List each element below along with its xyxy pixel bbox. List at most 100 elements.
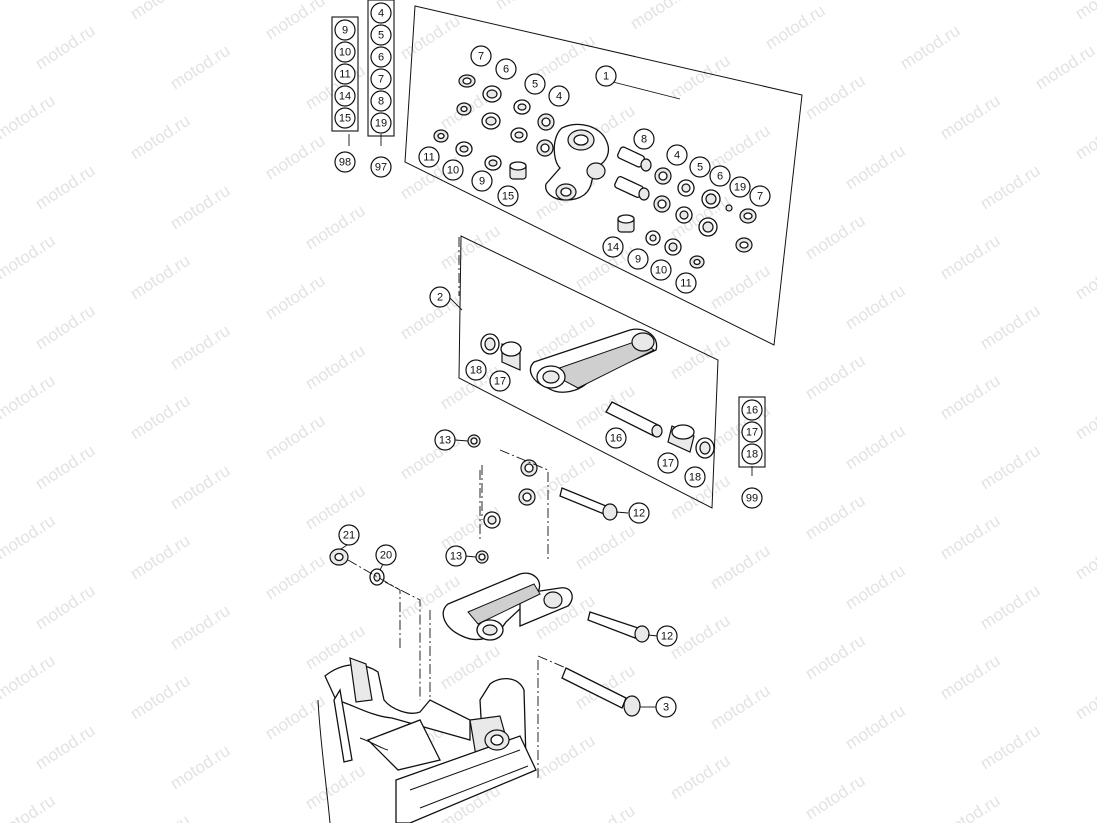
kit-item: 16 xyxy=(741,399,763,421)
callout-number: 11 xyxy=(680,278,691,290)
callout-number: 18 xyxy=(470,365,482,377)
svg-text:97: 97 xyxy=(375,162,387,174)
watermark-text: motod.ru xyxy=(492,0,559,13)
callout-p15a: 15 xyxy=(497,185,519,207)
callout-c1: 1 xyxy=(595,65,617,87)
callout-number: 4 xyxy=(556,91,562,103)
kit-item: 4 xyxy=(370,2,392,24)
watermark-text: motod.ru xyxy=(0,0,58,3)
panel-1-parts xyxy=(433,74,757,269)
lower-linkage xyxy=(429,572,650,780)
watermark-text: motod.ru xyxy=(707,541,774,593)
kit-item: 11 xyxy=(334,63,356,85)
watermark-text: motod.ru xyxy=(1072,531,1097,583)
callout-number: 12 xyxy=(633,508,645,520)
watermark-text: motod.ru xyxy=(842,701,909,753)
svg-text:10: 10 xyxy=(339,47,351,59)
callout-p9b: 9 xyxy=(627,248,649,270)
watermark-text: motod.ru xyxy=(707,401,774,453)
watermark-text: motod.ru xyxy=(127,811,194,823)
watermark-text: motod.ru xyxy=(0,511,58,563)
callout-p12b: 12 xyxy=(656,625,678,647)
callout-number: 17 xyxy=(662,458,674,470)
watermark-text: motod.ru xyxy=(127,251,194,303)
watermark-text: motod.ru xyxy=(532,31,599,83)
callout-number: 10 xyxy=(447,165,459,177)
svg-text:18: 18 xyxy=(746,449,758,461)
kit-item: 15 xyxy=(334,107,356,129)
watermark-text: motod.ru xyxy=(0,231,58,283)
watermark-text: motod.ru xyxy=(802,491,869,543)
watermark-text: motod.ru xyxy=(32,161,99,213)
watermark-text: motod.ru xyxy=(1072,671,1097,723)
watermark-text: motod.ru xyxy=(937,651,1004,703)
watermark-text: motod.ru xyxy=(572,381,639,433)
kit-number: 98 xyxy=(334,151,356,173)
watermark-text: motod.ru xyxy=(937,791,1004,823)
ring-19b xyxy=(725,204,733,212)
watermark-text: motod.ru xyxy=(0,791,58,823)
callout-number: 14 xyxy=(607,242,619,254)
callout-number: 4 xyxy=(674,150,680,162)
watermark-text: motod.ru xyxy=(32,301,99,353)
callout-p18a: 18 xyxy=(465,359,487,381)
callout-number: 6 xyxy=(503,64,509,76)
callout-p6b: 6 xyxy=(709,165,731,187)
panel-2-outline xyxy=(448,235,719,509)
watermark-text: motod.ru xyxy=(1072,811,1097,823)
callout-number: 7 xyxy=(757,191,763,203)
kit-item: 18 xyxy=(741,443,763,465)
watermark-text: motod.ru xyxy=(977,581,1044,633)
callout-p5b: 5 xyxy=(689,156,711,178)
watermark-text: motod.ru xyxy=(127,0,194,23)
kit-item: 19 xyxy=(370,112,392,134)
callout-number: 2 xyxy=(437,292,443,304)
watermark-text: motod.ru xyxy=(1072,111,1097,163)
svg-text:15: 15 xyxy=(339,113,351,125)
middle-parts xyxy=(329,434,618,700)
watermark-text: motod.ru xyxy=(262,551,329,603)
callout-number: 8 xyxy=(641,134,647,146)
callout-p18b: 18 xyxy=(684,466,706,488)
svg-text:8: 8 xyxy=(378,96,384,108)
watermark-text: motod.ru xyxy=(762,1,829,53)
watermark-text: motod.ru xyxy=(302,201,369,253)
watermark-text: motod.ru xyxy=(667,331,734,383)
watermark-text: motod.ru xyxy=(572,521,639,573)
callout-p10b: 10 xyxy=(650,259,672,281)
callout-p4b: 4 xyxy=(666,144,688,166)
watermark-text: motod.ru xyxy=(262,271,329,323)
svg-text:99: 99 xyxy=(746,493,758,505)
watermark-text: motod.ru xyxy=(802,211,869,263)
callout-p7b: 7 xyxy=(749,185,771,207)
watermark-text: motod.ru xyxy=(842,281,909,333)
kit-item: 14 xyxy=(334,85,356,107)
frame-section xyxy=(317,657,537,823)
watermark-text: motod.ru xyxy=(262,131,329,183)
kit-item: 7 xyxy=(370,68,392,90)
callout-p8b: 8 xyxy=(633,128,655,150)
svg-text:9: 9 xyxy=(342,25,348,37)
callout-number: 19 xyxy=(734,182,746,194)
watermark-text: motod.ru xyxy=(1072,391,1097,443)
panel-1-outline xyxy=(404,5,803,346)
watermark-text: motod.ru xyxy=(0,371,58,423)
watermark-text: motod.ru xyxy=(897,21,964,73)
callout-p16: 16 xyxy=(605,427,627,449)
watermark-text: motod.ru xyxy=(937,91,1004,143)
callout-p11a: 11 xyxy=(418,146,440,168)
watermark-text: motod.ru xyxy=(302,341,369,393)
watermark-text: motod.ru xyxy=(32,441,99,493)
callout-p9a: 9 xyxy=(471,170,493,192)
watermark-text: motod.ru xyxy=(32,721,99,773)
watermark-text: motod.ru xyxy=(127,111,194,163)
watermark-text: motod.ru xyxy=(167,321,234,373)
watermark-text: motod.ru xyxy=(167,41,234,93)
watermark-text: motod.ru xyxy=(707,261,774,313)
watermark-text: motod.ru xyxy=(937,231,1004,283)
watermark-text: motod.ru xyxy=(1072,251,1097,303)
panel-2-parts xyxy=(480,328,715,459)
callout-number: 7 xyxy=(478,51,484,63)
kit-item: 5 xyxy=(370,24,392,46)
